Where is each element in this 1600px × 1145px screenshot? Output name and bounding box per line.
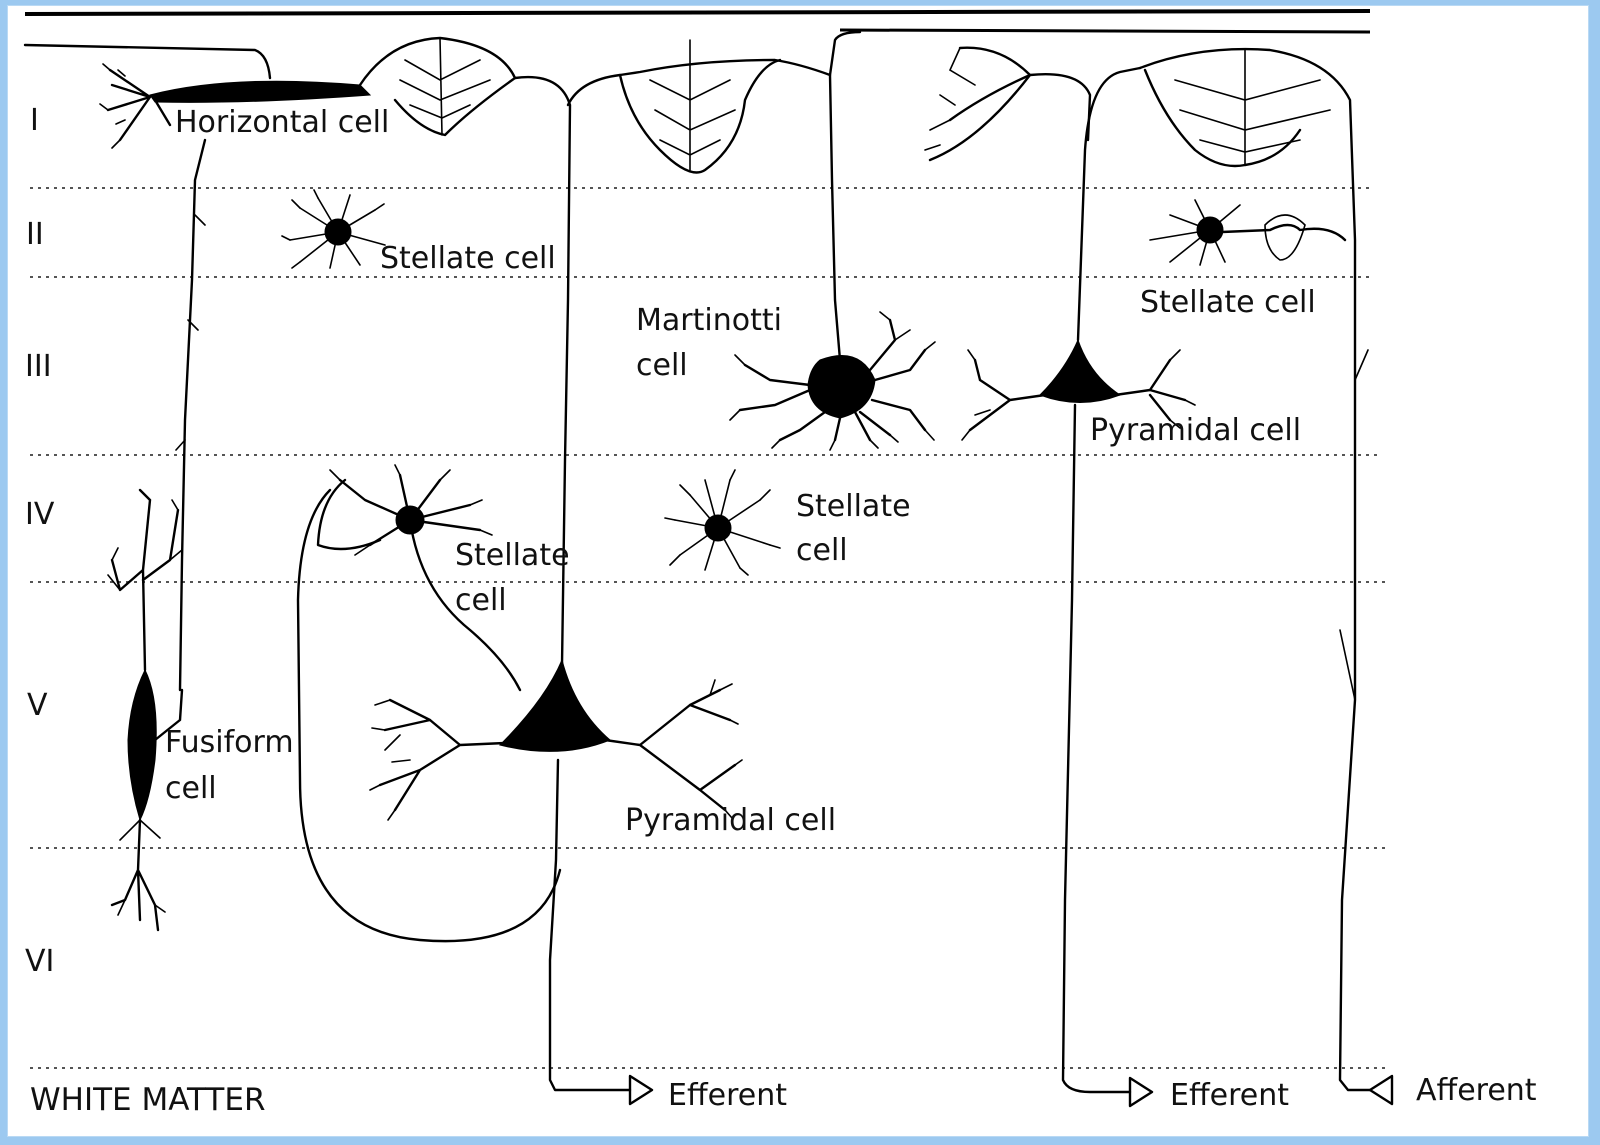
label-efferent-2: Efferent	[1170, 1078, 1289, 1113]
label-stellate-cell-ii-right: Stellate cell	[1140, 285, 1316, 320]
stellate-cell-layer-ii-left: Stellate cell	[282, 190, 556, 276]
white-matter-label: WHITE MATTER	[30, 1082, 265, 1118]
layer-label-v: V	[27, 688, 48, 723]
label-stellate-cell-iv-middle-line2: cell	[796, 533, 848, 568]
layer-label-vi: VI	[25, 944, 54, 979]
pyramidal-cell-layer-v: Pyramidal cell	[370, 32, 860, 1104]
label-fusiform-cell-line1: Fusiform	[165, 725, 294, 760]
pyramidal-cell-layer-iii: Pyramidal cell	[962, 68, 1301, 1106]
horizontal-cell: Horizontal cell	[25, 45, 389, 690]
label-stellate-cell-iv-left-line2: cell	[455, 583, 507, 618]
label-stellate-cell-iv-middle-line1: Stellate	[796, 489, 911, 524]
label-martinotti-line2: cell	[636, 348, 688, 383]
label-martinotti-line1: Martinotti	[636, 303, 782, 338]
layer-label-iv: IV	[25, 497, 55, 532]
label-horizontal-cell: Horizontal cell	[175, 105, 389, 140]
label-pyramidal-cell-iii: Pyramidal cell	[1090, 413, 1301, 448]
label-fusiform-cell-line2: cell	[165, 771, 217, 806]
label-efferent-1: Efferent	[668, 1078, 787, 1113]
martinotti-cell: Martinotti cell	[636, 75, 935, 450]
label-stellate-cell-ii-left: Stellate cell	[380, 241, 556, 276]
layer-label-ii: II	[26, 217, 44, 252]
stellate-cell-layer-iv-middle: Stellate cell	[665, 470, 911, 575]
stellate-cell-layer-iv-left: Stellate cell	[318, 465, 570, 618]
label-pyramidal-cell-v: Pyramidal cell	[625, 803, 836, 838]
label-stellate-cell-iv-left-line1: Stellate	[455, 538, 570, 573]
stellate-cell-layer-ii-right: Stellate cell	[1140, 200, 1345, 320]
afferent-fiber	[1140, 49, 1392, 1104]
layer-label-i: I	[30, 103, 39, 138]
pial-surface	[25, 11, 1370, 32]
label-afferent: Afferent	[1416, 1073, 1537, 1108]
fusiform-cell: Fusiform cell	[108, 490, 294, 930]
layer-label-iii: III	[25, 349, 52, 384]
tuft-layer-i-right	[925, 48, 1030, 160]
